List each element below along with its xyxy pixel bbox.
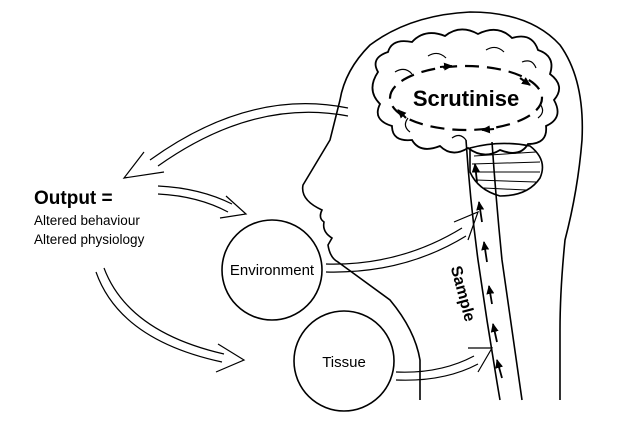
arrow-brain-to-output	[122, 103, 349, 179]
head-outline	[301, 11, 584, 400]
brain-outline	[371, 28, 560, 156]
scrutinise-loop	[388, 64, 544, 132]
output-line-physiology: Altered physiology	[34, 232, 145, 247]
environment-label: Environment	[230, 262, 315, 279]
cerebellum-stripes	[471, 151, 541, 191]
output-line-behaviour: Altered behaviour	[34, 213, 140, 228]
brain-folds	[394, 46, 544, 141]
arrow-tissue-to-sample	[395, 347, 494, 381]
arrow-environment-to-sample	[325, 210, 480, 273]
tissue-label: Tissue	[322, 354, 366, 371]
sample-arrows	[471, 163, 503, 379]
arrow-output-to-tissue	[95, 267, 246, 373]
output-title: Output =	[34, 188, 113, 209]
spinal-cord	[465, 139, 523, 401]
environment-circle	[221, 219, 323, 321]
tissue-circle	[293, 310, 395, 412]
cerebellum	[469, 142, 544, 197]
arrow-output-to-environment	[157, 185, 248, 219]
scrutinise-label: Scrutinise	[413, 86, 519, 111]
sample-label: Sample	[447, 264, 478, 323]
